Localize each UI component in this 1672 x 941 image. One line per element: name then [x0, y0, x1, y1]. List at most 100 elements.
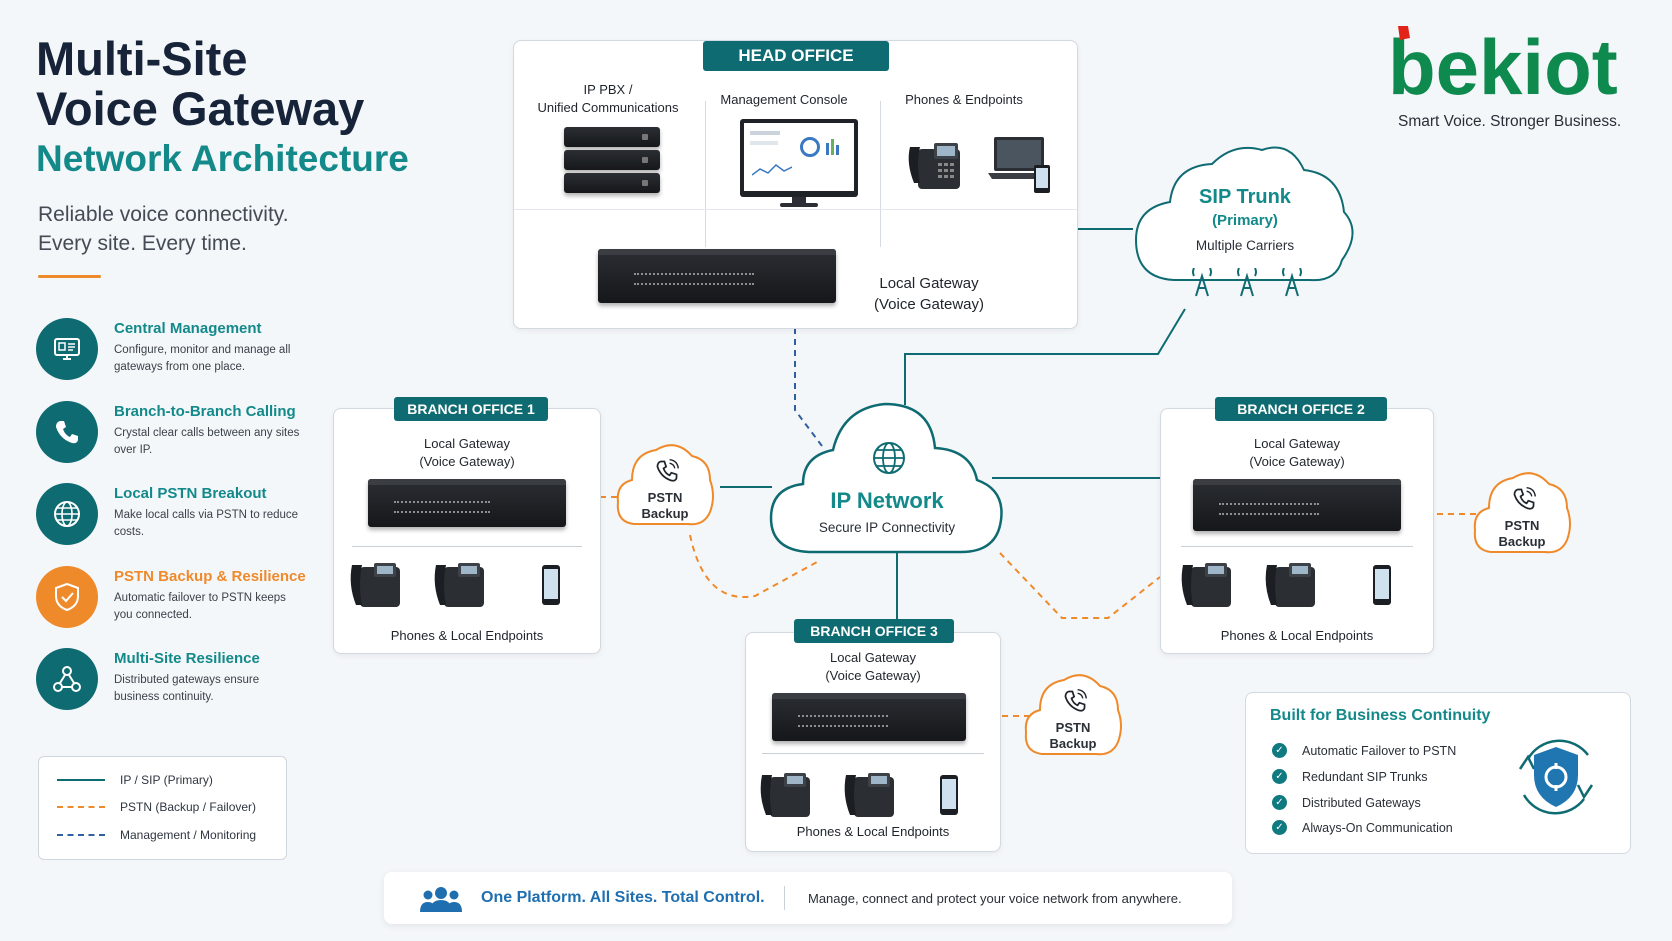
pbx-label-line2: Unified Communications	[537, 100, 679, 115]
phones-label: Phones & Endpoints	[905, 92, 1023, 107]
bottom-banner: One Platform. All Sites. Total Control. …	[384, 872, 1232, 924]
tagline-line-1: Reliable voice connectivity.	[38, 203, 289, 226]
divider	[514, 209, 1077, 210]
branch-office-3-panel: BRANCH OFFICE 3 Local Gateway (Voice Gat…	[745, 619, 1001, 852]
branch-gateway-label: Local Gateway (Voice Gateway)	[334, 435, 600, 471]
gateway-label-line2: (Voice Gateway)	[873, 296, 985, 313]
brand-slogan: Smart Voice. Stronger Business.	[1398, 113, 1622, 130]
pstn-label-line1: PSTN	[647, 490, 683, 505]
desk-phone-laptop-icon	[904, 133, 1054, 195]
title-line-2: Voice Gateway	[36, 82, 365, 135]
footer-text: Manage, connect and protect your voice n…	[808, 891, 1182, 906]
divider	[352, 546, 582, 547]
ip-network-cloud: IP Network Secure IP Connectivity	[765, 400, 1009, 558]
pstn-phone-icon	[1511, 486, 1537, 517]
pstn-label-line2: Backup	[1498, 534, 1546, 549]
feature-title: Branch-to-Branch Calling	[114, 403, 296, 420]
pbx-label-line1: IP PBX /	[583, 82, 633, 97]
accent-divider	[38, 275, 101, 278]
gateway-label-line2: (Voice Gateway)	[825, 668, 921, 683]
head-office-panel: HEAD OFFICE IP PBX / Unified Communicati…	[513, 40, 1078, 329]
branch-gateway-label: Local Gateway (Voice Gateway)	[1161, 435, 1433, 471]
ip-network-subtitle: Secure IP Connectivity	[818, 520, 956, 535]
divider	[762, 753, 984, 754]
check-icon: ✓	[1272, 769, 1287, 784]
business-continuity-box: Built for Business Continuity ✓ Automatic…	[1245, 692, 1631, 854]
phone-icon	[36, 401, 98, 463]
shield-icon	[36, 566, 98, 628]
pstn-phone-icon	[1062, 688, 1088, 719]
management-link	[794, 328, 823, 447]
pstn-cloud-branch3: PSTN Backup	[1020, 664, 1126, 760]
branch-endpoints-icons	[344, 559, 590, 611]
divider	[1181, 546, 1413, 547]
legend-label: Management / Monitoring	[120, 828, 257, 842]
branch-badge: BRANCH OFFICE 2	[1215, 397, 1387, 421]
pstn-label: PSTN Backup	[1469, 518, 1575, 550]
tagline-line-2: Every site. Every time.	[38, 232, 247, 255]
head-office-gateway-device	[598, 249, 836, 303]
page-title: Multi-Site Voice Gateway	[36, 34, 364, 134]
legend-label: IP / SIP (Primary)	[120, 773, 213, 787]
continuity-item: ✓ Automatic Failover to PSTN	[1272, 743, 1456, 758]
continuity-title: Built for Business Continuity	[1270, 707, 1491, 724]
gateway-label-line1: Local Gateway	[1254, 436, 1340, 451]
branch-endpoints-label: Phones & Local Endpoints	[1220, 628, 1374, 643]
users-group-icon	[420, 886, 462, 912]
pstn-label-line1: PSTN	[1055, 720, 1091, 735]
continuity-item-label: Distributed Gateways	[1302, 795, 1421, 810]
globe-icon	[36, 483, 98, 545]
sip-trunk-title: SIP Trunk	[1199, 186, 1291, 208]
footer-headline: One Platform. All Sites. Total Control.	[481, 889, 765, 906]
gateway-label-line2: (Voice Gateway)	[1249, 454, 1345, 469]
feature-title: PSTN Backup & Resilience	[114, 568, 306, 585]
check-icon: ✓	[1272, 795, 1287, 810]
continuity-item: ✓ Redundant SIP Trunks	[1272, 769, 1428, 784]
feature-pstn-backup: PSTN Backup & Resilience Automatic failo…	[36, 566, 306, 632]
continuity-item-label: Automatic Failover to PSTN	[1302, 743, 1457, 758]
head-office-gateway-label: Local Gateway (Voice Gateway)	[854, 273, 1004, 315]
check-icon: ✓	[1272, 820, 1287, 835]
feature-title: Local PSTN Breakout	[114, 485, 267, 502]
sip-trunk-cloud: SIP Trunk (Primary) Multiple Carriers	[1130, 140, 1360, 316]
pstn-label: PSTN Backup	[612, 490, 718, 522]
gateway-label-line1: Local Gateway	[879, 275, 979, 292]
monitor-icon	[36, 318, 98, 380]
divider	[705, 101, 706, 247]
brand-logo: bekiot	[1388, 24, 1636, 104]
sip-trunk-carriers: Multiple Carriers	[1195, 238, 1295, 253]
globe-icon	[871, 440, 907, 476]
pstn-cloud-branch2: PSTN Backup	[1469, 462, 1575, 558]
console-label: Management Console	[720, 92, 848, 107]
branch-gateway-device	[1193, 479, 1401, 531]
feature-multisite: Multi-Site Resilience Distributed gatewa…	[36, 648, 306, 714]
pstn-label-line1: PSTN	[1504, 518, 1540, 533]
head-office-badge: HEAD OFFICE	[703, 41, 889, 71]
continuity-item-label: Redundant SIP Trunks	[1302, 769, 1428, 784]
pstn-cloud-branch1: PSTN Backup	[612, 434, 718, 530]
divider	[880, 101, 881, 247]
title-line-1: Multi-Site	[36, 32, 248, 85]
page-subtitle: Network Architecture	[36, 138, 409, 179]
sip-trunk-subtitle: (Primary)	[1212, 212, 1278, 229]
gateway-label-line1: Local Gateway	[424, 436, 510, 451]
feature-title: Multi-Site Resilience	[114, 650, 260, 667]
branch-endpoints-label: Phones & Local Endpoints	[796, 824, 950, 839]
feature-desc: Crystal clear calls between any sites ov…	[114, 427, 300, 456]
gateway-label-line1: Local Gateway	[830, 650, 916, 665]
feature-desc: Automatic failover to PSTN keeps you con…	[114, 592, 286, 621]
feature-desc: Make local calls via PSTN to reduce cost…	[114, 509, 299, 538]
check-icon: ✓	[1272, 743, 1287, 758]
legend-swatch	[57, 834, 105, 836]
monitor-screen-icon	[740, 119, 858, 209]
feature-branch-calling: Branch-to-Branch Calling Crystal clear c…	[36, 401, 306, 467]
pstn-label: PSTN Backup	[1020, 720, 1126, 752]
branch-endpoints-icons	[754, 769, 1000, 821]
feature-local-pstn: Local PSTN Breakout Make local calls via…	[36, 483, 306, 549]
feature-desc: Configure, monitor and manage all gatewa…	[114, 344, 291, 373]
gateway-label-line2: (Voice Gateway)	[419, 454, 515, 469]
shield-refresh-icon	[1508, 729, 1604, 825]
failover-link-left	[689, 534, 818, 598]
branch-endpoints-icons	[1175, 559, 1421, 611]
branch-gateway-device	[368, 479, 566, 527]
